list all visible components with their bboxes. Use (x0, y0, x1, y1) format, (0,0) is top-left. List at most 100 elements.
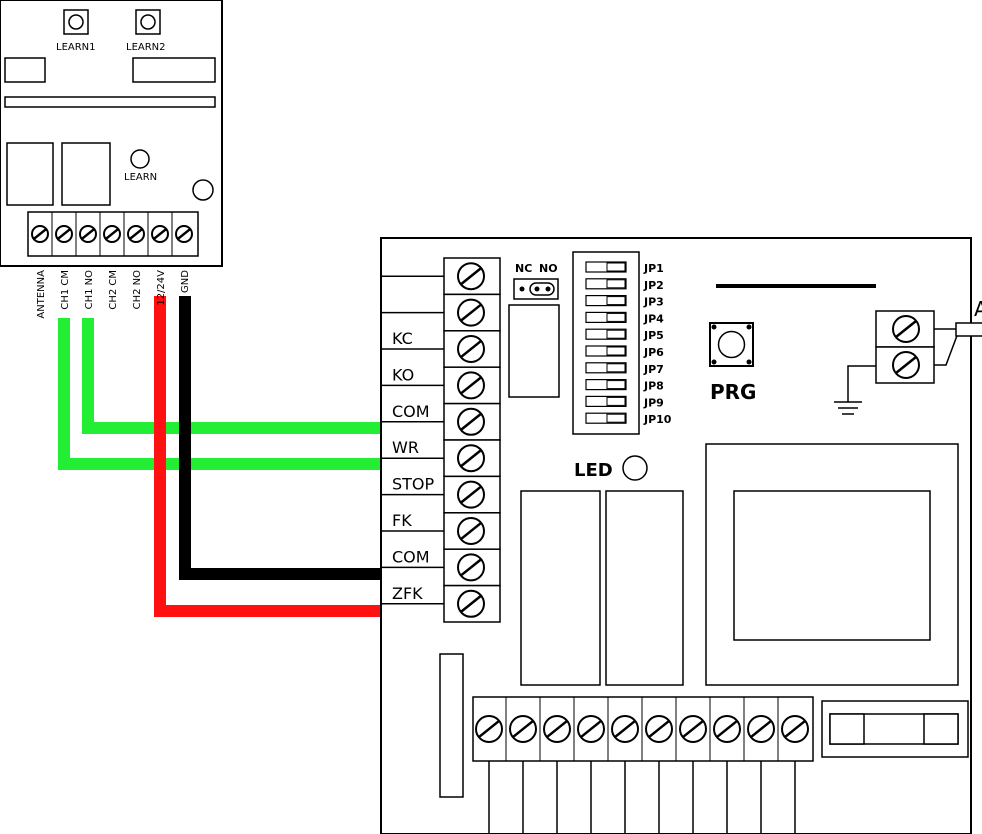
dip-switch (585, 261, 627, 273)
dip-switch-slider (606, 413, 626, 423)
prg-button-corner-3 (711, 359, 717, 365)
bottom-terminals (475, 697, 809, 834)
receiver-terminal-screw-slot (105, 228, 119, 240)
dip-switch-slider (606, 279, 626, 289)
receiver-terminal-label: CH1 CM (60, 270, 71, 310)
antenna-connector (955, 322, 982, 337)
receiver-relay-2 (61, 142, 111, 206)
terminal-screw-slot (460, 376, 482, 395)
terminal-screw-slot (460, 485, 482, 504)
dip-switch-slider (606, 380, 626, 390)
transformer-inner (733, 490, 931, 641)
jumper-pin-2 (534, 286, 540, 292)
prg-button-knob (717, 330, 746, 359)
receiver-terminal-label: CH2 CM (108, 270, 119, 310)
dip-switch (585, 295, 627, 307)
dip-switch (585, 311, 627, 323)
terminal-label: KC (392, 329, 413, 348)
receiver-terminal-screw-slot (129, 228, 143, 240)
dip-switch (585, 278, 627, 290)
prg-button-corner-4 (746, 359, 752, 365)
receiver-terminal-block (27, 211, 199, 257)
receiver-terminal-screw-slot (81, 228, 95, 240)
terminal-label: FK (392, 511, 412, 530)
receiver-terminal-label: GND (180, 270, 191, 293)
dip-switch (585, 379, 627, 391)
dip-switch-slider (606, 296, 626, 306)
terminal-label: ZFK (392, 584, 423, 603)
receiver-mount-hole (192, 179, 214, 201)
receiver-terminal-label: CH2 NO (132, 270, 143, 310)
prg-button-corner-1 (711, 324, 717, 330)
fuse-cap-right (923, 713, 959, 745)
bottom-terminal-screw-slot (784, 720, 806, 738)
terminal-label: STOP (392, 475, 435, 494)
dip-switch-slider (606, 396, 626, 406)
board-relay-1 (520, 490, 601, 686)
dip-switch-slider (606, 312, 626, 322)
bottom-terminal-screw-slot (716, 720, 738, 738)
edge-letter: A (974, 297, 982, 321)
terminal-screw-slot (460, 303, 482, 322)
learn1-button-knob (68, 14, 84, 30)
ground-wire (847, 365, 876, 402)
terminal-label: WR (392, 438, 419, 457)
prg-button-corner-2 (746, 324, 752, 330)
receiver-terminal-label: ANTENNA (36, 270, 47, 319)
dip-switch (585, 362, 627, 374)
terminal-screw-slot (460, 522, 482, 540)
antenna-wire (934, 328, 959, 366)
dip-switch-slider (606, 363, 626, 373)
terminal-label: KO (392, 365, 414, 384)
wires (58, 296, 388, 617)
dip-switch-label: JP3 (643, 296, 664, 309)
dip-switch-label: JP8 (643, 380, 664, 393)
bottom-terminal-screw-slot (750, 720, 772, 738)
learn2-button-knob (140, 14, 156, 30)
prg-label: PRG (710, 380, 756, 404)
board-capacitor (439, 653, 464, 798)
dip-switch-label: JP5 (643, 329, 664, 342)
bottom-terminal-screw-slot (682, 720, 704, 738)
jumper-pin-1 (519, 286, 525, 292)
dip-switch-label: JP7 (643, 363, 664, 376)
bottom-terminal-screw-slot (614, 720, 636, 738)
terminal-screw-slot (460, 558, 482, 577)
receiver-terminal-screw-slot (57, 228, 71, 240)
led-label: LED (574, 460, 613, 481)
bottom-terminal-screw-slot (546, 720, 568, 738)
receiver-component-small (4, 57, 46, 83)
dip-switch-label: JP2 (643, 279, 664, 292)
receiver-terminal-screw-slot (33, 228, 47, 240)
learn-led (130, 149, 150, 169)
receiver-terminal-screw-slot (153, 228, 167, 240)
antenna-screw-1-slot (895, 320, 917, 338)
dip-switch-label: JP6 (643, 346, 664, 359)
dip-switch-label: JP9 (643, 396, 664, 409)
learn-label: LEARN (124, 172, 157, 183)
terminal-screw-slot (460, 449, 482, 467)
dip-switch-slider (606, 262, 626, 272)
board-relay-small (508, 304, 560, 398)
dip-switch-slider (606, 329, 626, 339)
receiver-relay-1 (6, 142, 54, 206)
bottom-terminal-screw-slot (648, 720, 670, 738)
learn1-label: LEARN1 (56, 42, 96, 53)
terminal-screw-slot (460, 267, 482, 285)
fuse-cap-left (829, 713, 865, 745)
receiver-terminal-screw-slot (177, 228, 191, 240)
jumper-nc-label: NC (515, 262, 532, 275)
terminal-label: COM (392, 402, 430, 421)
bottom-terminal-screw-slot (478, 720, 500, 738)
receiver-terminal-label: CH1 NO (84, 270, 95, 310)
board-relay-2 (605, 490, 684, 686)
dip-switch (585, 328, 627, 340)
green-wire-ch1-no-to-com (82, 318, 388, 434)
terminal-screw-slot (460, 340, 482, 358)
receiver-terminal-label: 12/24V (156, 270, 167, 306)
